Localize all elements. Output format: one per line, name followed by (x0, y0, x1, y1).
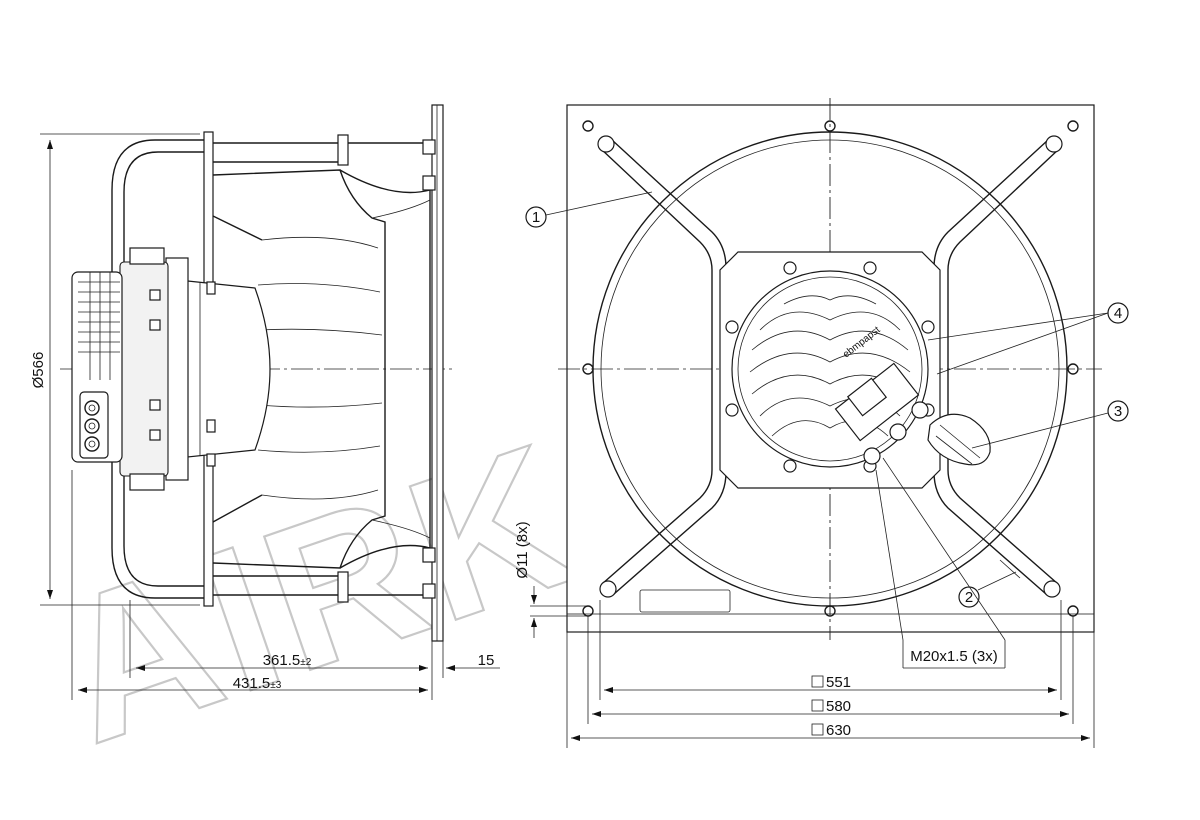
svg-text:630: 630 (826, 722, 851, 739)
callout-4: 4 (927, 302, 1129, 375)
diameter-label: Ø566 (30, 352, 47, 389)
dim-overall: 431.5±3 (233, 675, 282, 692)
hole-dim: Ø11 (8x) (514, 521, 590, 638)
svg-text:1: 1 (532, 209, 540, 226)
svg-text:Ø11 (8x): Ø11 (8x) (514, 521, 531, 578)
callout-1: 1 (525, 191, 653, 228)
svg-text:3: 3 (1114, 403, 1122, 420)
terminal-box (927, 413, 991, 466)
dim-flange: 15 (478, 652, 495, 669)
bottom-dims: 551 580 630 (566, 600, 1095, 748)
dim-body: 361.5±2 (263, 652, 312, 669)
callout-3: 3 (971, 400, 1129, 449)
svg-text:580: 580 (826, 698, 851, 715)
svg-text:4: 4 (1114, 305, 1122, 322)
svg-text:551: 551 (826, 674, 851, 691)
cable-gland-side (79, 391, 109, 459)
svg-text:M20x1.5 (3x): M20x1.5 (3x) (910, 648, 998, 665)
svg-text:2: 2 (965, 589, 973, 606)
side-view: Ø566 361.5±2 431.5±3 15 (30, 104, 500, 700)
cable-gland-callout: M20x1.5 (3x) (875, 457, 1006, 669)
front-view: ebmpapst 1 (514, 98, 1129, 748)
motor: ebmpapst (725, 261, 935, 473)
callout-2: 2 (958, 559, 1021, 608)
